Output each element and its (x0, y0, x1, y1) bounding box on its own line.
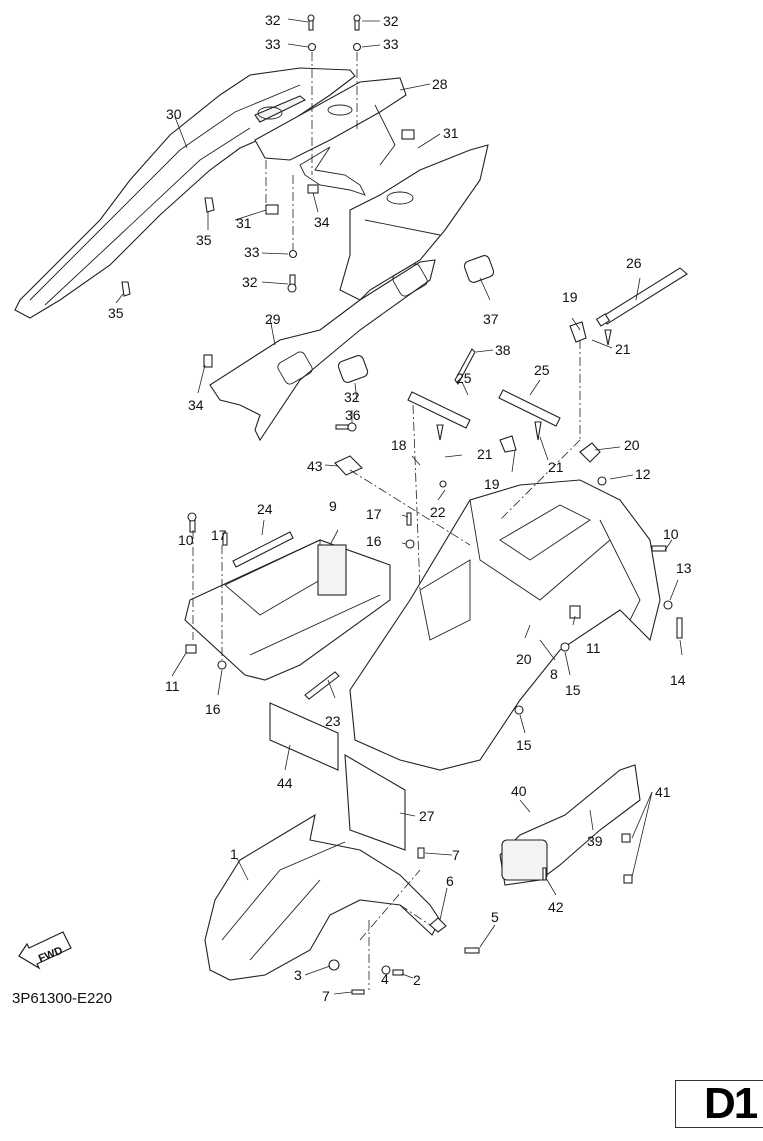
hardware (121, 14, 683, 995)
leader-lines (115, 18, 683, 995)
callout-41: 41 (655, 784, 671, 800)
callout-32b: 32 (383, 13, 399, 29)
callout-27: 27 (419, 808, 435, 824)
part-39-tail-light (499, 764, 641, 886)
callout-10b: 10 (663, 526, 679, 542)
callout-6: 6 (446, 873, 454, 889)
part-19-bracket-b (499, 435, 517, 453)
fwd-arrow-icon: FWD (18, 931, 72, 970)
callout-24: 24 (257, 501, 273, 517)
part-38 (454, 348, 476, 386)
callout-23: 23 (325, 713, 341, 729)
callout-20b: 20 (516, 651, 532, 667)
part-9-battery-box (184, 539, 391, 681)
callout-31a: 31 (236, 215, 252, 231)
callout-28: 28 (432, 76, 448, 92)
callout-31b: 31 (443, 125, 459, 141)
callout-12: 12 (635, 466, 651, 482)
callout-15a: 15 (565, 682, 581, 698)
callout-32d: 32 (344, 389, 360, 405)
callout-17a: 17 (211, 527, 227, 543)
callout-25b: 25 (534, 362, 550, 378)
callout-16a: 16 (205, 701, 221, 717)
callout-26: 26 (626, 255, 642, 271)
part-24-strap (232, 531, 294, 568)
page-label: D1 (704, 1079, 758, 1128)
callout-33b: 33 (383, 36, 399, 52)
callout-40: 40 (511, 783, 527, 799)
callout-8: 8 (550, 666, 558, 682)
callout-42: 42 (548, 899, 564, 915)
callout-7a: 7 (452, 847, 460, 863)
callout-30: 30 (166, 106, 182, 122)
part-44-plate (269, 702, 339, 771)
callout-18: 18 (391, 437, 407, 453)
callout-21b: 21 (477, 446, 493, 462)
part-25-strap-b (498, 389, 561, 427)
callout-32c: 32 (242, 274, 258, 290)
callout-32a: 32 (265, 12, 281, 28)
part-29-side-cover (209, 259, 436, 442)
callout-35a: 35 (196, 232, 212, 248)
callout-9: 9 (329, 498, 337, 514)
callout-34a: 34 (314, 214, 330, 230)
callout-19b: 19 (484, 476, 500, 492)
part-36-gasket (337, 355, 369, 383)
part-28-plate (254, 77, 407, 196)
callout-10a: 10 (178, 532, 194, 548)
callout-34b: 34 (188, 397, 204, 413)
part-37-gasket (463, 255, 495, 283)
part-23-strap (304, 671, 340, 700)
part-20-clip (579, 442, 601, 463)
callout-29: 29 (265, 311, 281, 327)
callout-33c: 33 (244, 244, 260, 260)
assembly-lines (192, 52, 581, 990)
figure-code: 3P61300-E220 (12, 990, 113, 1007)
part-8-rear-fender (349, 479, 661, 771)
callout-labels: 32 32 33 33 28 30 31 31 34 35 33 32 35 3… (108, 12, 692, 1004)
callout-22: 22 (430, 504, 446, 520)
part-27-flap (344, 754, 406, 851)
callout-4: 4 (381, 971, 389, 987)
part-30-grab-rail (14, 67, 356, 319)
callout-35b: 35 (108, 305, 124, 321)
part-19-bracket-a (569, 321, 587, 343)
callout-36: 36 (345, 407, 361, 423)
part-43-plate (334, 455, 363, 476)
part-25-strap-a (407, 391, 471, 429)
page-label-box (675, 1080, 763, 1128)
callout-44: 44 (277, 775, 293, 791)
part-26-strap (595, 267, 688, 327)
callout-15b: 15 (516, 737, 532, 753)
callout-39: 39 (587, 833, 603, 849)
callout-5: 5 (491, 909, 499, 925)
callout-3: 3 (294, 967, 302, 983)
callout-14: 14 (670, 672, 686, 688)
callout-25a: 25 (456, 370, 472, 386)
callout-37: 37 (483, 311, 499, 327)
callout-17b: 17 (366, 506, 382, 522)
callout-2: 2 (413, 972, 421, 988)
seat-cowl (339, 144, 489, 301)
callout-21c: 21 (548, 459, 564, 475)
callout-20a: 20 (624, 437, 640, 453)
callout-16b: 16 (366, 533, 382, 549)
callout-11b: 11 (586, 640, 601, 656)
callout-19a: 19 (562, 289, 578, 305)
callout-38: 38 (495, 342, 511, 358)
callout-43: 43 (307, 458, 323, 474)
callout-1: 1 (230, 846, 238, 862)
callout-7b: 7 (322, 988, 330, 1004)
callout-33a: 33 (265, 36, 281, 52)
callout-13: 13 (676, 560, 692, 576)
callout-11a: 11 (165, 678, 180, 694)
callout-21a: 21 (615, 341, 631, 357)
